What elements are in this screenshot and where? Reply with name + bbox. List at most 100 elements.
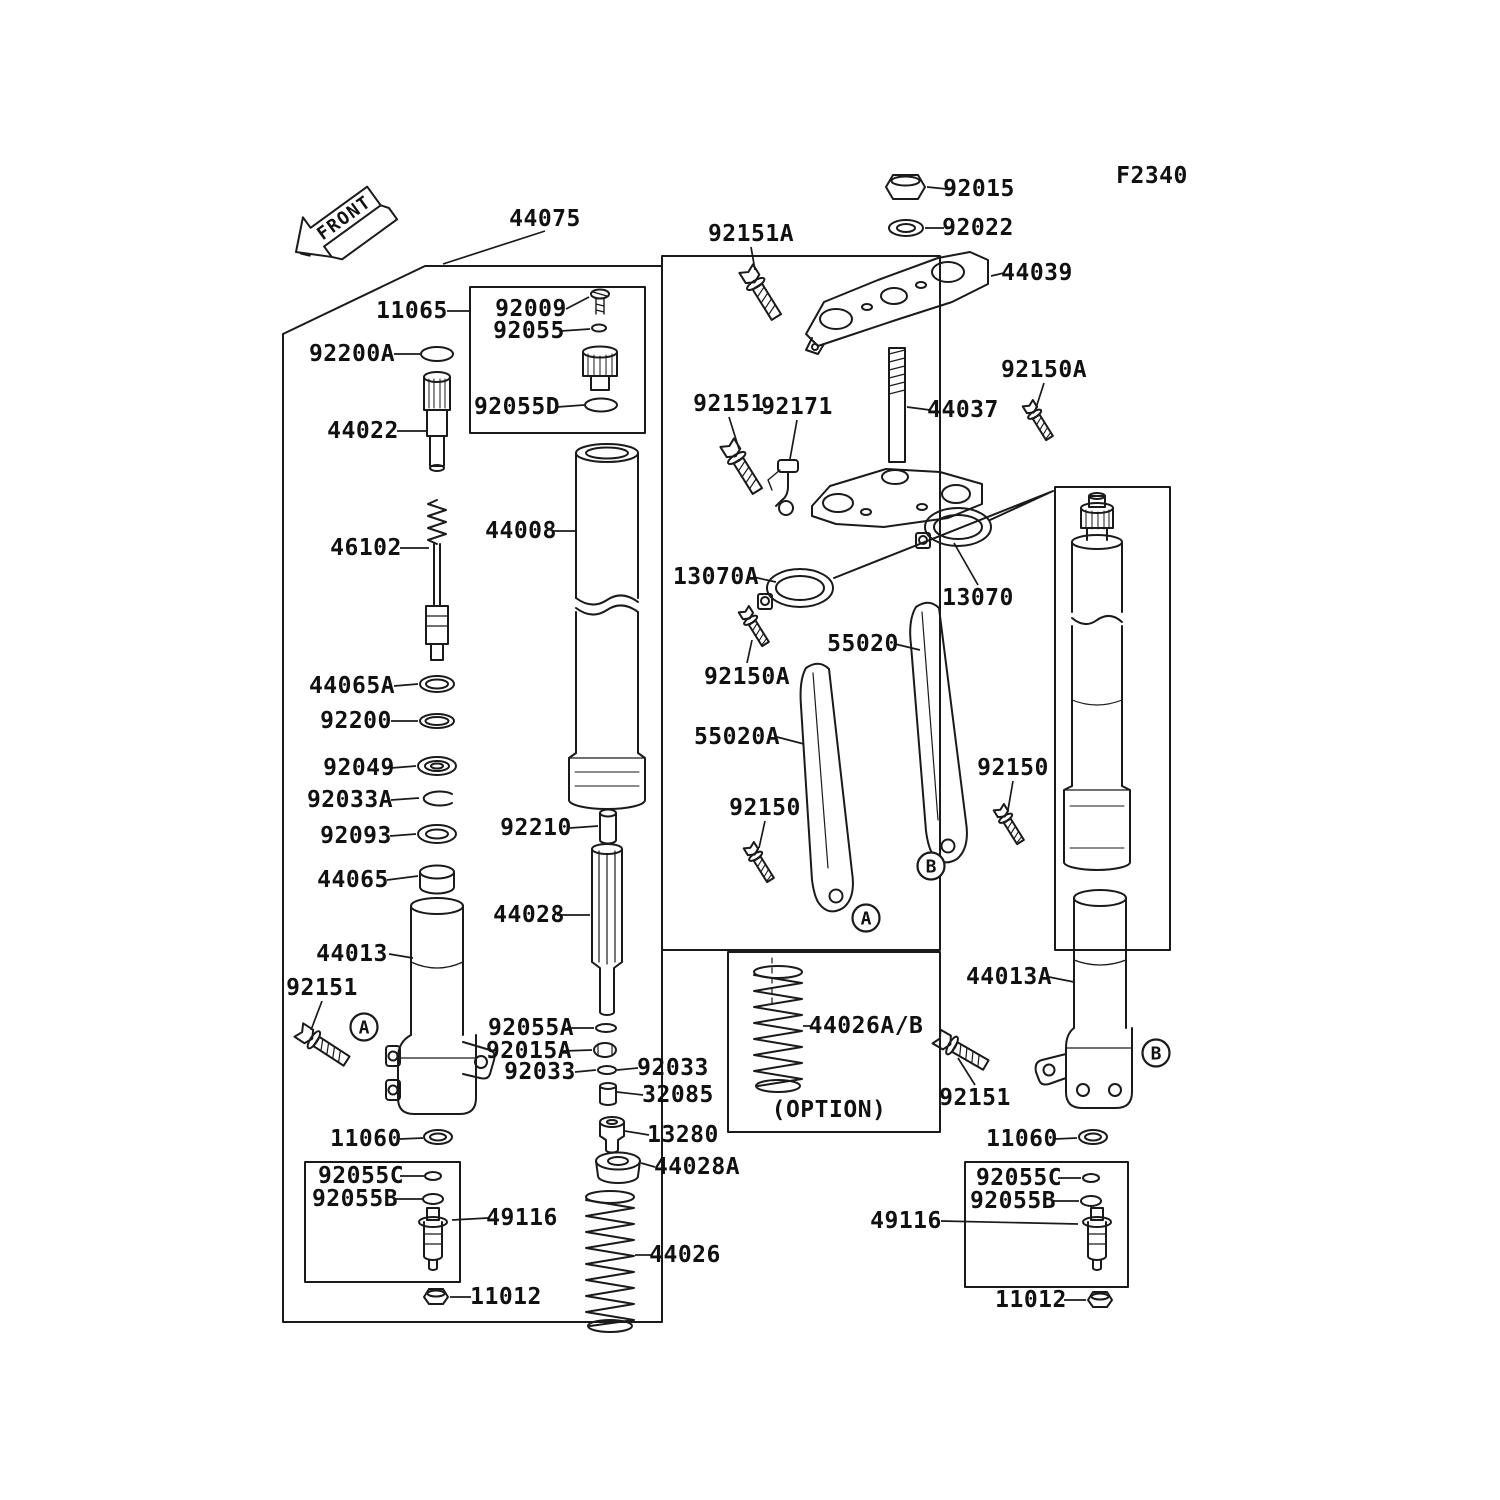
valve-box-right <box>964 1161 1129 1288</box>
part-label-92150a: 92150A <box>704 664 790 690</box>
leader-line <box>616 1067 639 1071</box>
leader-line <box>386 875 419 881</box>
oring-92055A <box>595 1023 617 1033</box>
part-label-44026ab: 44026A/B <box>809 1013 924 1039</box>
cap-subassembly-box <box>469 286 646 434</box>
leader-line <box>926 186 948 190</box>
outer-tube-44013A <box>1034 889 1133 1109</box>
oring-92055C-left <box>424 1171 442 1181</box>
leader-line <box>1007 780 1014 811</box>
part-label-44028a: 44028A <box>654 1154 740 1180</box>
leader-line <box>758 820 766 849</box>
part-label-option: (OPTION) <box>772 1097 887 1123</box>
leader-line <box>1048 976 1075 983</box>
inner-tube-44008 <box>568 443 646 810</box>
leader-line <box>556 404 585 408</box>
spring-seat-44028A <box>595 1151 641 1184</box>
part-label-11012: 11012 <box>995 1287 1067 1313</box>
part-label-11012: 11012 <box>470 1284 542 1310</box>
oring-92055B-left <box>422 1193 444 1205</box>
adjuster-44022 <box>423 371 451 472</box>
ref-marker-circle-a <box>851 903 881 933</box>
fork-clamp-13070 <box>915 507 992 549</box>
leader-line <box>624 1130 650 1136</box>
part-label-44037: 44037 <box>927 397 999 423</box>
right-fork-upper-assembly <box>1063 492 1131 871</box>
part-label-44065a: 44065A <box>309 673 395 699</box>
valve-box-left <box>304 1161 461 1283</box>
option-spring-44026AB <box>753 957 803 1093</box>
option-spring-box <box>727 951 941 1133</box>
part-label-92055c: 92055C <box>318 1163 404 1189</box>
leader-line <box>1035 382 1045 409</box>
part-label-92033: 92033 <box>504 1059 576 1085</box>
bolt-92151A <box>736 262 786 324</box>
nut-92015A <box>593 1042 617 1058</box>
part-label-44028: 44028 <box>493 902 565 928</box>
bolt-92151-center <box>717 436 767 498</box>
part-label-13070a: 13070A <box>673 564 759 590</box>
part-label-92022: 92022 <box>942 215 1014 241</box>
part-label-92171: 92171 <box>761 394 833 420</box>
part-label-92055: 92055 <box>493 318 565 344</box>
valve-49116-left <box>418 1207 448 1271</box>
right-fork-box <box>1054 486 1171 951</box>
fork-guard-55020A <box>799 662 854 913</box>
part-label-92015: 92015 <box>943 176 1015 202</box>
part-label-f2340: F2340 <box>1116 163 1188 189</box>
ref-marker-circle-a <box>349 1012 379 1042</box>
part-label-92150: 92150 <box>977 755 1049 781</box>
leader-line <box>957 1057 976 1086</box>
leader-line <box>746 639 753 664</box>
leader-line <box>390 765 417 769</box>
oring-92055B-right <box>1080 1195 1102 1207</box>
ring-92033 <box>597 1065 617 1075</box>
ref-marker-circle-b <box>1141 1038 1171 1068</box>
part-label-92150: 92150 <box>729 795 801 821</box>
part-label-44013: 44013 <box>316 941 388 967</box>
fork-clamp-13070A <box>757 568 834 610</box>
fork-guard-55020 <box>909 601 968 864</box>
center-subassembly-box <box>661 255 941 951</box>
part-label-44022: 44022 <box>327 418 399 444</box>
bolt-92150A-upper <box>1020 398 1057 443</box>
leader-line <box>1054 1137 1078 1140</box>
leader-line <box>569 825 599 829</box>
dust-seal-92093 <box>417 824 457 844</box>
part-label-92009: 92009 <box>495 296 567 322</box>
ref-marker-letter-b: B <box>1151 1044 1162 1065</box>
part-label-46102: 46102 <box>330 535 402 561</box>
outer-tube-44013 <box>385 897 496 1115</box>
snap-ring-92200A <box>420 346 454 362</box>
part-label-92150a: 92150A <box>1001 357 1087 383</box>
leader-line <box>894 643 921 651</box>
leader-line <box>990 272 1005 277</box>
washer-92022 <box>888 219 924 237</box>
ring-92200 <box>419 713 455 729</box>
spacer-92210 <box>599 808 617 845</box>
steering-stem-44037 <box>811 347 983 528</box>
part-label-13070: 13070 <box>942 585 1014 611</box>
part-label-92055b: 92055B <box>312 1186 398 1212</box>
part-label-44075: 44075 <box>509 206 581 232</box>
part-label-44013a: 44013A <box>966 964 1052 990</box>
part-label-13280: 13280 <box>647 1122 719 1148</box>
part-label-92055c: 92055C <box>976 1165 1062 1191</box>
upper-triple-clamp-44039 <box>805 251 989 355</box>
leader-line <box>906 406 931 411</box>
collar-32085 <box>599 1082 617 1106</box>
ref-marker-letter-b: B <box>926 857 937 878</box>
part-label-49116: 49116 <box>870 1208 942 1234</box>
fork-spring-44026 <box>585 1190 635 1333</box>
part-label-55020: 55020 <box>827 631 899 657</box>
part-label-44026: 44026 <box>649 1242 721 1268</box>
part-label-92033a: 92033A <box>307 787 393 813</box>
nut-11012-right <box>1087 1291 1113 1308</box>
leader-line <box>393 683 419 687</box>
part-label-92093: 92093 <box>320 823 392 849</box>
ref-marker-circle-b <box>916 851 946 881</box>
part-label-92033: 92033 <box>637 1055 709 1081</box>
bolt-92150-right <box>991 802 1028 847</box>
